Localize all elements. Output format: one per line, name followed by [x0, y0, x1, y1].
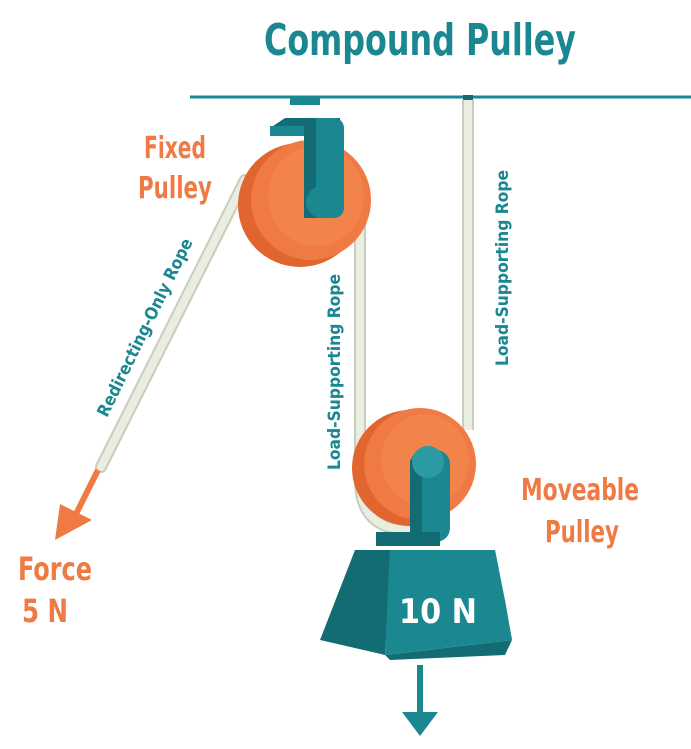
left-load-rope-label: Load-Supporting Rope: [325, 274, 345, 470]
weight-block: [320, 550, 512, 660]
moveable-pulley-label-line2: Pulley: [545, 515, 619, 550]
fixed-pulley-label-line1: Fixed: [144, 131, 206, 166]
force-label-line2: 5 N: [22, 592, 68, 630]
weight-label: 10 N: [399, 592, 477, 632]
redirecting-rope: [95, 174, 251, 473]
gravity-arrow: [402, 665, 438, 736]
diagram-title: Compound Pulley: [264, 15, 576, 66]
force-arrow: [55, 468, 101, 540]
fixed-pulley: [238, 118, 371, 267]
fixed-pulley-ceiling-mount: [290, 97, 320, 105]
fixed-pulley-label-line2: Pulley: [138, 171, 212, 206]
right-load-rope-label: Load-Supporting Rope: [493, 170, 513, 366]
redirecting-rope-label: Redirecting-Only Rope: [94, 235, 198, 420]
moveable-pulley-label-line1: Moveable: [521, 473, 639, 508]
right-rope-anchor: [463, 95, 473, 103]
force-label-line1: Force: [18, 550, 92, 588]
moveable-pulley: [352, 408, 476, 546]
